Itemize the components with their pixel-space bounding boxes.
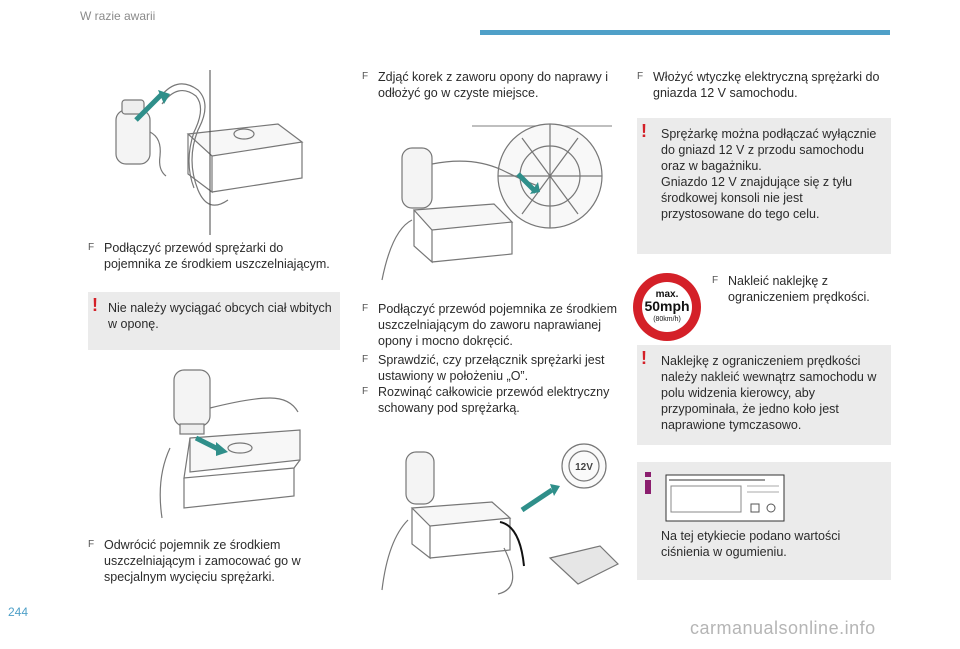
- valve-connection-illustration: [381, 123, 612, 281]
- bullet-mark: F: [88, 242, 95, 253]
- container-invert-illustration: [159, 369, 301, 519]
- speed-sign-kmh: (80km/h): [653, 316, 681, 323]
- info-icon: [645, 472, 651, 494]
- step-connect-container-to-valve: Podłączyć przewód pojemnika ze środkiem …: [378, 302, 617, 348]
- section-accent-bar: [480, 30, 890, 35]
- bullet-mark: F: [362, 303, 369, 314]
- step-insert-plug: Włożyć wtyczkę elektryczną sprężarki do …: [653, 70, 880, 100]
- warning-box: ! Sprężarkę można podłączać wyłącznie do…: [637, 118, 891, 254]
- bullet-mark: F: [88, 539, 95, 550]
- bullet-mark: F: [362, 354, 369, 365]
- socket-connection-illustration: 12V: [381, 443, 620, 595]
- warning-icon: !: [641, 121, 647, 141]
- warning-box: ! Naklejkę z ograniczeniem prędkości nal…: [637, 345, 891, 445]
- warning-box: ! Nie należy wyciągać obcych ciał wbityc…: [88, 292, 340, 350]
- section-title: W razie awarii: [80, 9, 156, 23]
- bullet-mark: F: [362, 386, 369, 397]
- socket-12v-label: 12V: [575, 462, 593, 473]
- info-text: Na tej etykiecie podano wartości ciśnien…: [661, 529, 841, 559]
- bullet-mark: F: [637, 71, 644, 82]
- step-apply-sticker: Nakleić naklejkę z ograniczeniem prędkoś…: [728, 274, 870, 304]
- speed-limit-sign: max. 50mph (80km/h): [633, 273, 701, 341]
- speed-sign-mph: 50mph: [644, 298, 689, 314]
- step-remove-valve-cap: Zdjąć korek z zaworu opony do naprawy i …: [378, 70, 608, 100]
- bullet-mark: F: [712, 275, 719, 286]
- step-invert-container: Odwrócić pojemnik ze środkiem uszczelnia…: [104, 538, 301, 584]
- warning-text: Sprężarkę można podłączać wyłącznie do g…: [661, 127, 877, 221]
- tyre-pressure-label-illustration: [665, 474, 785, 522]
- page-number: 244: [8, 605, 29, 619]
- warning-icon: !: [92, 295, 98, 315]
- step-connect-hose-to-container: Podłączyć przewód sprężarki do pojemnika…: [104, 241, 330, 271]
- watermark: carmanualsonline.info: [690, 618, 876, 638]
- bullet-mark: F: [362, 71, 369, 82]
- speed-sign-max: max.: [656, 289, 679, 300]
- compressor-container-illustration: [115, 70, 304, 235]
- warning-text: Naklejkę z ograniczeniem prędkości należ…: [661, 354, 877, 432]
- step-check-switch: Sprawdzić, czy przełącznik sprężarki jes…: [378, 353, 605, 383]
- step-unwind-cable: Rozwinąć całkowicie przewód elektryczny …: [378, 385, 610, 415]
- info-box: Na tej etykiecie podano wartości ciśnien…: [637, 462, 891, 580]
- warning-icon: !: [641, 348, 647, 368]
- warning-text: Nie należy wyciągać obcych ciał wbitych …: [108, 301, 332, 331]
